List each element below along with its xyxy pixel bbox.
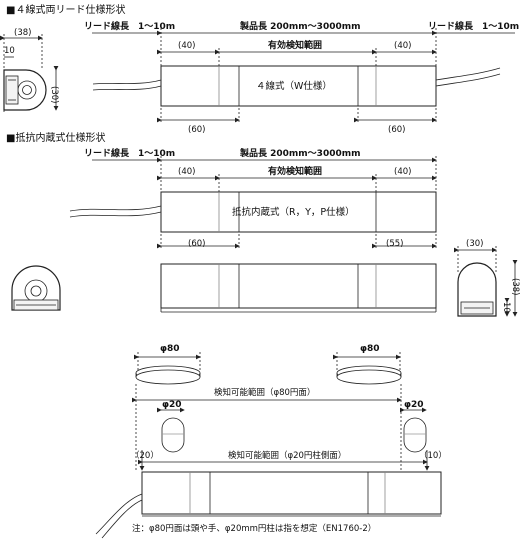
body-4wire xyxy=(92,28,515,124)
dim-55-right: (55) xyxy=(386,239,404,249)
detection-diagram xyxy=(95,352,442,539)
detection-range-20: 検知可能範囲（φ20円柱側面） xyxy=(228,451,347,461)
end-width-38: (38) xyxy=(14,28,32,38)
end-height-30: (30) xyxy=(49,86,59,104)
product-length: 製品長 200mm～3000mm xyxy=(240,22,361,32)
phi20-left: φ20 xyxy=(162,400,182,410)
dim-20: （20） xyxy=(131,451,159,461)
body-label-resistor: 抵抗内蔵式（R，Y，P仕様） xyxy=(232,207,355,218)
end-view-resistor-left xyxy=(11,265,61,311)
dim-40-right-2: (40) xyxy=(394,167,412,177)
lead-length-left: リード線長 1～10m xyxy=(84,22,176,32)
product-length-2: 製品長 200mm～3000mm xyxy=(240,149,361,159)
dim-40-right: (40) xyxy=(394,41,412,51)
dim-40-left: (40) xyxy=(178,41,196,51)
detection-range-80: 検知可能範囲（φ80円面） xyxy=(214,388,316,398)
lead-length-right: リード線長 1～10m xyxy=(428,22,520,32)
dim-10: （10） xyxy=(419,451,447,461)
dim-60-left-2: (60) xyxy=(188,239,206,249)
phi80-left: φ80 xyxy=(160,344,180,354)
effective-range-label: 有効検知範囲 xyxy=(268,41,323,51)
section2-heading: ■抵抗内蔵式仕様形状 xyxy=(6,133,106,144)
end-view-4wire xyxy=(0,34,59,112)
end-view-resistor-right xyxy=(454,246,518,317)
end-width-30: (30) xyxy=(466,239,484,249)
dim-60-right: (60) xyxy=(388,125,406,135)
dim-60-left: (60) xyxy=(188,125,206,135)
effective-range-label-2: 有効検知範囲 xyxy=(268,167,323,177)
footnote: 注：φ80円面は頭や手、φ20mm円柱は指を想定（EN1760-2） xyxy=(132,524,377,534)
body-label-4wire: ４線式（W仕様） xyxy=(256,81,332,92)
body-resistor xyxy=(69,156,437,250)
lead-length-left-2: リード線長 1～10m xyxy=(84,149,176,159)
phi20-right: φ20 xyxy=(404,400,424,410)
end-dim-10: 10 xyxy=(4,46,15,56)
section1-heading: ■４線式両リード仕様形状 xyxy=(6,5,126,16)
end-height-38: (38) xyxy=(510,278,520,296)
phi80-right: φ80 xyxy=(360,344,380,354)
side-view-resistor xyxy=(160,263,437,313)
end-dim-10-2: 10 xyxy=(501,302,511,313)
dim-40-left-2: (40) xyxy=(178,167,196,177)
